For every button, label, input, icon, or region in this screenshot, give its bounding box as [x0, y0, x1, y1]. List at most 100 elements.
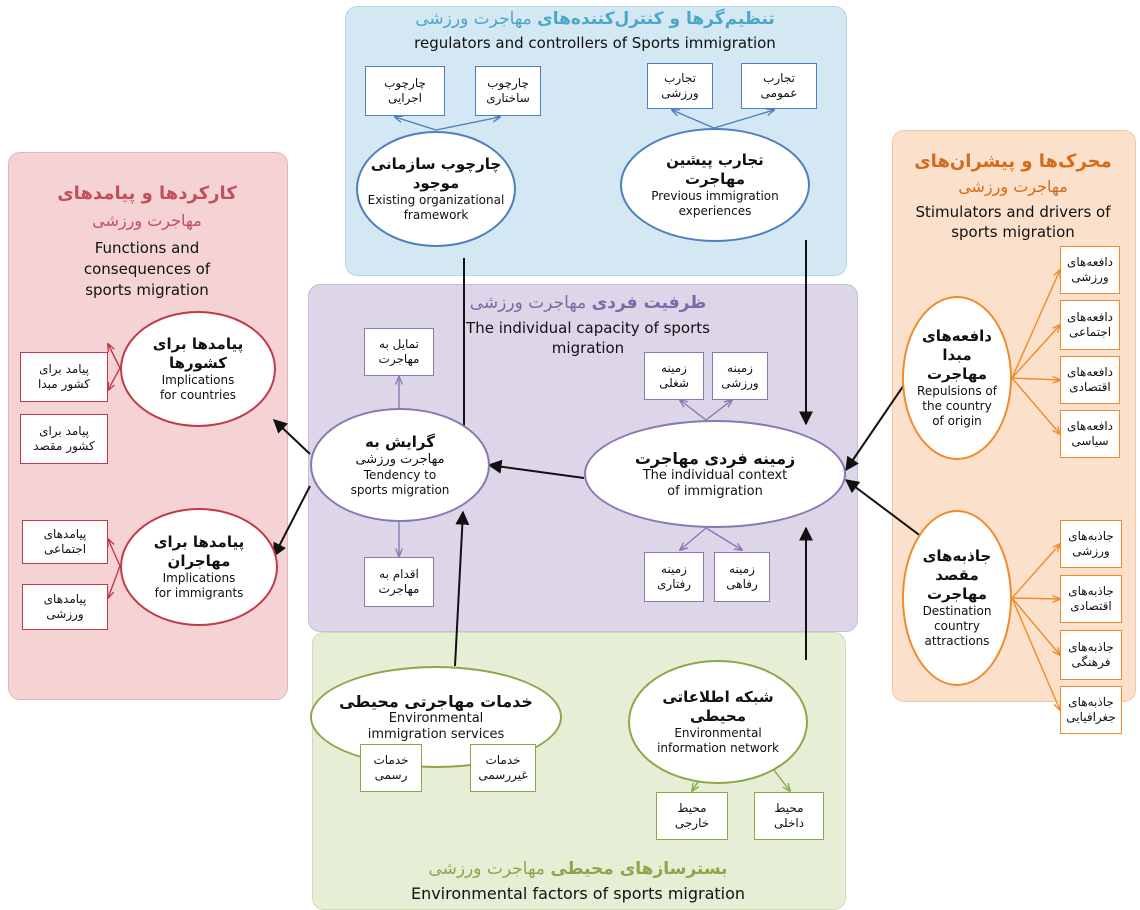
box-rep-social-l1: دافعه‌های [1067, 310, 1114, 324]
box-general-exp-l2: عمومی [760, 86, 798, 100]
box-rep-sport-l1: دافعه‌های [1067, 255, 1114, 269]
box-att-sport-l1: جاذبه‌های [1068, 529, 1114, 543]
network-fa-line1: شبکه اطلاعاتی [662, 688, 774, 706]
countries-fa-line2: کشورها [168, 354, 228, 372]
box-executive-l1: چارچوب [384, 76, 426, 90]
box-internal-l1: محیط [774, 801, 804, 815]
org-fa-line1: چارچوب سازمانی [370, 155, 502, 173]
att-fa-line2: مقصد [935, 566, 979, 584]
regulators-title-fa-bold: تنظیم‌گرها و کنترل‌کننده‌های [537, 9, 775, 29]
environmental-information-network-node[interactable]: شبکه اطلاعاتی محیطی Environmental inform… [628, 660, 808, 784]
countries-fa-line1: پیامدها برای [152, 335, 244, 353]
box-rep-econ-l1: دافعه‌های [1067, 365, 1114, 379]
box-external-l1: محیط [677, 801, 707, 815]
implications-for-countries-node[interactable]: پیامدها برای کشورها Implications for cou… [120, 311, 276, 427]
tendency-en-line2: sports migration [350, 482, 450, 497]
box-executive-l2: اجرایی [387, 91, 423, 105]
environment-title-en: Environmental factors of sports migratio… [410, 884, 746, 903]
box-structural-l2: ساختاری [486, 91, 530, 105]
destination-attractions-node[interactable]: جاذبه‌های مقصد مهاجرت Destination countr… [902, 510, 1012, 686]
box-action-l1: اقدام به [379, 567, 419, 581]
tendency-en-line1: Tendency to [363, 467, 437, 482]
context-en-line1: The individual context [642, 467, 788, 483]
drivers-subtitle-fa: مهاجرت ورزشی [958, 177, 1068, 196]
box-behav-l2: رفتاری [657, 577, 691, 591]
box-willing-l1: تمایل به [379, 337, 419, 351]
prev-en-line2: experiences [678, 204, 752, 218]
context-fa-line1: زمینه فردی مهاجرت [634, 448, 796, 468]
capacity-title-en: The individual capacity of sports migrat… [408, 318, 768, 358]
box-rep-econ-l2: اقتصادی [1069, 380, 1111, 394]
countries-en-line1: Implications [161, 373, 235, 387]
regulators-title-fa: تنظیم‌گرها و کنترل‌کننده‌های مهاجرت ورزش… [345, 8, 845, 30]
box-att-geo-l1: جاذبه‌های [1068, 695, 1114, 709]
box-sports-exp-l2: ورزشی [661, 86, 699, 100]
box-internal-l2: داخلی [773, 816, 805, 830]
box-dest-l2: کشور مقصد [33, 439, 95, 453]
box-job-l2: شغلی [659, 376, 689, 390]
box-social-l2: اجتماعی [43, 542, 87, 556]
drivers-title-en-line2: sports migration [951, 223, 1075, 241]
att-en-line3: attractions [924, 634, 990, 648]
network-en-line2: information network [657, 741, 779, 755]
environment-title-fa-rest: مهاجرت ورزشی [428, 859, 551, 879]
prev-fa-line1: تجارب پیشین [666, 151, 764, 169]
box-structural-l1: چارچوب [487, 76, 529, 90]
environment-title-fa: بسترسازهای محیطی مهاجرت ورزشی [312, 858, 844, 880]
implications-for-immigrants-node[interactable]: پیامدها برای مهاجران Implications for im… [120, 508, 278, 626]
existing-organizational-framework-node[interactable]: چارچوب سازمانی موجود Existing organizati… [356, 131, 516, 247]
box-att-econ-l2: اقتصادی [1070, 599, 1112, 613]
individual-context-node[interactable]: زمینه فردی مهاجرت The individual context… [584, 420, 846, 528]
rep-fa-line2: مبدا [942, 346, 972, 364]
functions-title-en-line2: consequences of [83, 260, 211, 278]
previous-immigration-experiences-node[interactable]: تجارب پیشین مهاجرت Previous immigration … [620, 128, 810, 242]
capacity-title-fa-bold: ظرفیت فردی [591, 293, 707, 313]
rep-en-line3: of origin [932, 414, 982, 428]
box-external-l2: خارجی [674, 816, 710, 830]
att-en-line1: Destination [922, 604, 992, 618]
box-job-l1: زمینه [661, 361, 687, 375]
rep-fa-line3: مهاجرت [926, 365, 988, 383]
org-en-line2: framework [403, 208, 469, 222]
functions-title-fa: کارکردها و پیامدهای [57, 183, 237, 204]
functions-title-en-line3: sports migration [85, 281, 209, 299]
box-willing-l2: مهاجرت [378, 352, 420, 366]
rep-en-line2: the country [922, 399, 992, 413]
immigrants-en-line1: Implications [162, 571, 236, 585]
capacity-title-en-line2: migration [551, 339, 625, 357]
repulsions-of-origin-node[interactable]: دافعه‌های مبدا مهاجرت Repulsions of the … [902, 296, 1012, 460]
box-origin-l2: کشور مبدا [38, 377, 90, 391]
drivers-title-en-line1: Stimulators and drivers of [915, 203, 1111, 221]
box-att-cult-l1: جاذبه‌های [1068, 640, 1114, 654]
box-sport-impl-l2: ورزشی [46, 607, 84, 621]
att-fa-line3: مهاجرت [926, 585, 988, 603]
functions-title-en: Functions and consequences of sports mig… [8, 238, 286, 301]
box-sports-exp-l1: تجارب [664, 71, 696, 85]
box-att-geo-l2: جغرافیایی [1066, 710, 1116, 724]
box-att-cult-l2: فرهنگی [1071, 655, 1111, 669]
capacity-title-fa-rest: مهاجرت ورزشی [469, 293, 592, 313]
org-fa-line2: موجود [412, 174, 460, 192]
drivers-title-en: Stimulators and drivers of sports migrat… [892, 202, 1134, 242]
tendency-to-sports-migration-node[interactable]: گرایش به مهاجرت ورزشی Tendency to sports… [310, 408, 490, 522]
tendency-fa-line1: گرایش به [365, 432, 435, 451]
functions-subtitle-fa: مهاجرت ورزشی [92, 211, 202, 230]
functions-title-en-line1: Functions and [94, 239, 200, 257]
